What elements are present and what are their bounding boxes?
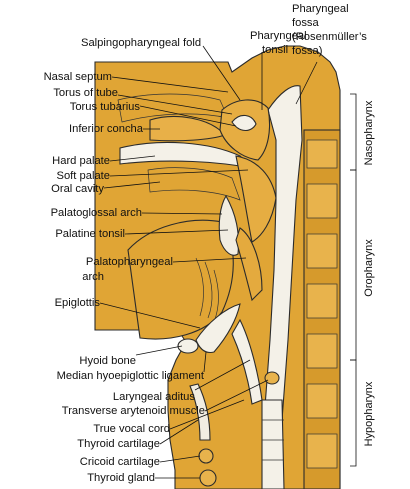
label-hyoid-bone: Hyoid bone bbox=[79, 355, 136, 367]
epiglottis-shape bbox=[195, 303, 241, 354]
label-nasal-septum: Nasal septum bbox=[44, 71, 112, 83]
nasopharynx-bracket bbox=[350, 93, 357, 171]
label-palatine-tonsil: Palatine tonsil bbox=[55, 228, 125, 240]
label-inferior-concha: Inferior concha bbox=[69, 123, 144, 135]
vertebrae bbox=[306, 139, 338, 469]
nasopharynx-label: Nasopharynx bbox=[363, 100, 375, 165]
label-palatoglossal-arch: Palatoglossal arch bbox=[51, 207, 142, 219]
label-pharyngeal-fossa-line2: fossa bbox=[292, 17, 320, 29]
label-pharyngeal-fossa-line4: fossa) bbox=[292, 45, 323, 57]
label-pharyngeal-fossa-line3: (Rosenmüller’s bbox=[292, 31, 367, 43]
label-torus-tubarius: Torus tubarius bbox=[70, 101, 141, 113]
label-soft-palate: Soft palate bbox=[57, 170, 111, 182]
arytenoid-shape bbox=[264, 371, 280, 385]
thyroid-cartilage-shape bbox=[189, 383, 211, 441]
hypopharynx-label: Hypopharynx bbox=[363, 381, 375, 446]
tracheal-rings bbox=[262, 419, 284, 461]
label-laryngeal-aditus: Laryngeal aditus bbox=[113, 391, 196, 403]
cricoid-cartilage-shape bbox=[198, 448, 214, 464]
pharyngeal-wall bbox=[261, 85, 303, 489]
palatopharyngeal-arch-shape bbox=[235, 227, 263, 302]
label-palatopharyngeal-arch-line2: arch bbox=[82, 271, 104, 283]
label-torus-of-tube: Torus of tube bbox=[53, 87, 118, 99]
label-thyroid-cartilage: Thyroid cartilage bbox=[77, 438, 160, 450]
label-median-hyoepiglottic-ligament: Median hyoepiglottic ligament bbox=[57, 370, 205, 382]
anatomy-illustration bbox=[94, 45, 341, 489]
thyroid-gland-shape bbox=[199, 469, 217, 487]
label-hard-palate: Hard palate bbox=[52, 155, 110, 167]
tube-opening bbox=[231, 114, 257, 132]
oropharynx-label: Oropharynx bbox=[363, 239, 375, 297]
label-epiglottis: Epiglottis bbox=[55, 297, 101, 309]
label-thyroid-gland: Thyroid gland bbox=[87, 472, 155, 484]
label-pharyngeal-tonsil-line2: tonsil bbox=[262, 44, 288, 56]
label-palatopharyngeal-arch-line1: Palatopharyngeal bbox=[86, 256, 173, 268]
label-oral-cavity: Oral cavity bbox=[51, 183, 104, 195]
tongue-shape bbox=[127, 219, 234, 340]
label-transverse-arytenoid-muscle: Transverse arytenoid muscle bbox=[62, 405, 205, 417]
region-brackets: Nasopharynx Oropharynx Hypopharynx bbox=[350, 93, 375, 467]
hyoid-bone-shape bbox=[177, 338, 199, 354]
leader-lines bbox=[99, 45, 318, 479]
oral-cavity-shape bbox=[147, 167, 241, 201]
oropharynx-bracket bbox=[350, 169, 357, 361]
label-cricoid-cartilage: Cricoid cartilage bbox=[80, 456, 160, 468]
label-pharyngeal-tonsil-line1: Pharyngeal bbox=[250, 30, 307, 42]
label-salpingopharyngeal-fold: Salpingopharyngeal fold bbox=[81, 37, 201, 49]
soft-palate-shape bbox=[235, 155, 277, 243]
hypopharynx-bracket bbox=[350, 359, 357, 467]
structure-labels: Salpingopharyngeal fold Pharyngeal tonsi… bbox=[44, 3, 368, 484]
trachea-shape bbox=[261, 399, 285, 489]
label-true-vocal-cord: True vocal cord bbox=[93, 423, 170, 435]
label-pharyngeal-fossa-line1: Pharyngeal bbox=[292, 3, 349, 15]
palatine-tonsil-shape bbox=[218, 194, 240, 256]
